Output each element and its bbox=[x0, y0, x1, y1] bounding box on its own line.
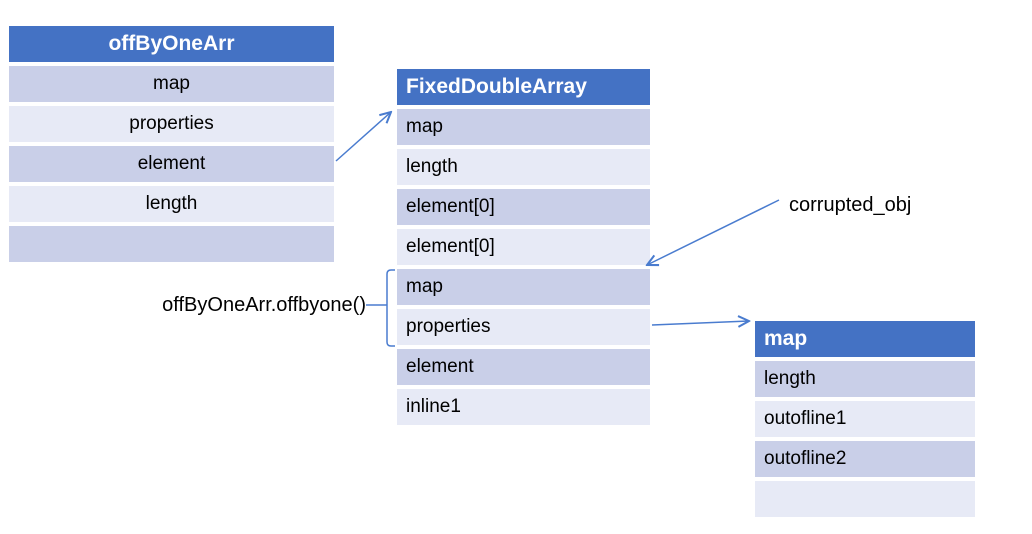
table-fixeddoublearray: FixedDoubleArray map length element[0] elem… bbox=[397, 69, 650, 425]
label-corrupted-obj: corrupted_obj bbox=[789, 194, 912, 216]
table-row: map bbox=[397, 269, 650, 305]
table-row: element bbox=[397, 349, 650, 385]
label-offbyone-call: offByOneArr.offbyone() bbox=[162, 294, 366, 316]
table-offbyonearr-header: offByOneArr bbox=[9, 26, 334, 62]
table-map: map length outofline1 outofline2 bbox=[755, 321, 975, 517]
table-fixeddoublearray-header: FixedDoubleArray bbox=[397, 69, 650, 105]
table-row: inline1 bbox=[397, 389, 650, 425]
table-row: map bbox=[9, 66, 334, 102]
table-row bbox=[9, 226, 334, 262]
brace-offbyone-rows bbox=[386, 269, 395, 347]
table-row bbox=[755, 481, 975, 517]
table-row: length bbox=[9, 186, 334, 222]
table-row: properties bbox=[397, 309, 650, 345]
table-row: element[0] bbox=[397, 189, 650, 225]
table-row: length bbox=[397, 149, 650, 185]
table-fixeddoublearray-rows: map length element[0] element[0] map properti… bbox=[397, 109, 650, 425]
table-offbyonearr: offByOneArr map properties element length bbox=[9, 26, 334, 262]
table-row: element[0] bbox=[397, 229, 650, 265]
table-row: outofline2 bbox=[755, 441, 975, 477]
table-row: element bbox=[9, 146, 334, 182]
arrow-corrupted-obj-to-map-row bbox=[647, 199, 780, 265]
table-row: length bbox=[755, 361, 975, 397]
table-row: properties bbox=[9, 106, 334, 142]
table-row: map bbox=[397, 109, 650, 145]
table-map-header: map bbox=[755, 321, 975, 357]
table-row: outofline1 bbox=[755, 401, 975, 437]
table-map-rows: length outofline1 outofline2 bbox=[755, 361, 975, 517]
table-offbyonearr-rows: map properties element length bbox=[9, 66, 334, 262]
arrow-element-to-fixeddoublearray bbox=[335, 112, 391, 162]
arrow-properties-to-map-table bbox=[651, 321, 749, 325]
